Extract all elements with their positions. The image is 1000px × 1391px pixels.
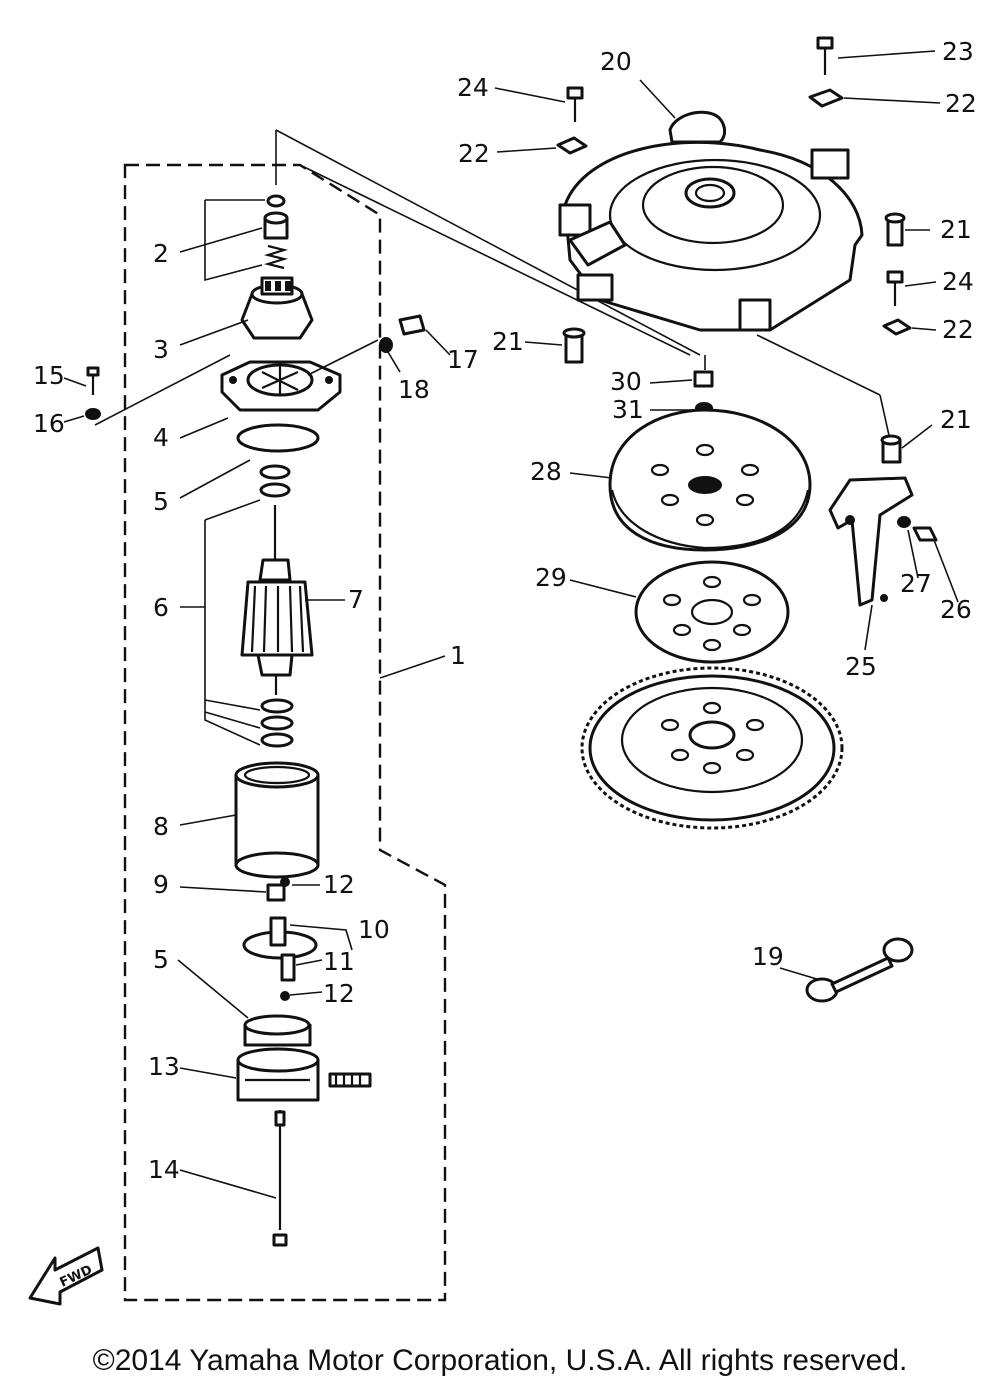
callout-12-upper: 12 — [323, 870, 355, 899]
washers-6-upper — [259, 464, 291, 498]
callout-6: 6 — [153, 593, 169, 622]
plate-29 — [634, 560, 790, 664]
brush-holder-10 — [242, 916, 318, 982]
through-bolt-14 — [272, 1110, 288, 1247]
callout-3: 3 — [153, 335, 169, 364]
bolt-17 — [398, 314, 426, 336]
bolt-23 — [816, 36, 834, 75]
bolt-30 — [693, 370, 714, 388]
callout-2: 2 — [153, 239, 169, 268]
callout-7: 7 — [348, 585, 364, 614]
small-nut-12 — [280, 877, 290, 1001]
spring-2 — [263, 244, 289, 270]
callout-31: 31 — [612, 395, 644, 424]
callout-27: 27 — [900, 569, 932, 598]
callout-12-lower: 12 — [323, 979, 355, 1008]
callout-17: 17 — [447, 345, 479, 374]
callout-13: 13 — [148, 1052, 180, 1081]
callout-24-right: 24 — [942, 267, 974, 296]
bolt-24-top — [566, 86, 584, 122]
callout-22-top: 22 — [945, 89, 977, 118]
small-washer-2 — [266, 194, 286, 208]
callout-30: 30 — [610, 367, 642, 396]
callout-28: 28 — [530, 457, 562, 486]
washers-6-lower — [260, 698, 294, 748]
cable-19 — [805, 937, 914, 1003]
pinion-stopper-2 — [263, 211, 289, 240]
callout-4: 4 — [153, 423, 169, 452]
callout-21-right: 21 — [940, 215, 972, 244]
callout-8: 8 — [153, 812, 169, 841]
callout-5-upper: 5 — [153, 487, 169, 516]
bolt-26 — [912, 526, 938, 542]
collar-21-left — [562, 327, 586, 364]
callout-14: 14 — [148, 1155, 180, 1184]
callout-21-lower: 21 — [940, 405, 972, 434]
flywheel-cover-20 — [558, 110, 864, 332]
callout-5-lower: 5 — [153, 945, 169, 974]
callout-26: 26 — [940, 595, 972, 624]
upper-bracket-4 — [220, 360, 342, 412]
gasket-5-upper — [236, 423, 320, 453]
callout-labels: 1 2 3 4 5 5 6 7 8 9 10 11 12 12 13 14 15… — [33, 37, 977, 1184]
callout-16: 16 — [33, 409, 65, 438]
callout-22-left: 22 — [458, 139, 490, 168]
plate-28 — [608, 408, 812, 552]
callout-22-right: 22 — [942, 315, 974, 344]
callout-24-top: 24 — [457, 73, 489, 102]
callout-19: 19 — [752, 942, 784, 971]
washer-16 — [85, 408, 101, 420]
fwd-arrow: FWD — [28, 1246, 104, 1306]
copyright-notice: ©2014 Yamaha Motor Corporation, U.S.A. A… — [92, 1344, 908, 1377]
callout-20: 20 — [600, 47, 632, 76]
lower-bracket-13 — [236, 1047, 372, 1102]
leader-lines — [63, 50, 959, 1199]
callout-21-left: 21 — [492, 327, 524, 356]
plate-22-right — [882, 318, 912, 336]
collar-21-right — [884, 212, 906, 247]
washer-18 — [379, 337, 393, 353]
callout-15: 15 — [33, 361, 65, 390]
callout-29: 29 — [535, 563, 567, 592]
callout-11: 11 — [323, 947, 355, 976]
callout-23: 23 — [942, 37, 974, 66]
gasket-5-lower — [243, 1014, 312, 1047]
callout-9: 9 — [153, 870, 169, 899]
callout-18: 18 — [398, 375, 430, 404]
armature-7 — [240, 505, 314, 695]
brush-9 — [266, 883, 286, 902]
alignment-lines — [275, 129, 891, 441]
callout-1: 1 — [450, 641, 466, 670]
collar-21-lower — [880, 434, 902, 464]
bolt-15 — [86, 366, 100, 395]
flywheel — [580, 666, 844, 830]
washer-27 — [897, 516, 911, 528]
callout-10: 10 — [358, 915, 390, 944]
plate-22-left — [556, 136, 588, 155]
starter-assembly-boundary — [123, 163, 447, 1302]
bracket-25 — [828, 476, 914, 607]
callout-25: 25 — [845, 652, 877, 681]
bolt-24-right — [886, 270, 904, 306]
plate-22-top — [808, 88, 844, 108]
yoke-8 — [234, 761, 320, 879]
pinion-3 — [240, 276, 314, 340]
